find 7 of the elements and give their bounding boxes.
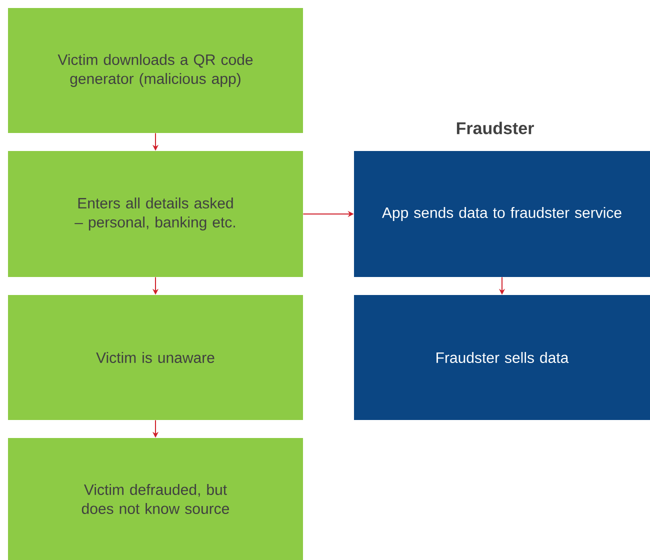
process-box: Victim defrauded, but does not know source (8, 438, 303, 560)
column-heading: Fraudster (456, 122, 534, 134)
process-box: Victim downloads a QR code generator (malicious app) (8, 8, 303, 133)
process-box: Enters all details asked – personal, banking etc. (8, 151, 303, 277)
process-box: Victim is unaware (8, 295, 303, 420)
process-box: Fraudster sells data (354, 295, 650, 420)
process-box: App sends data to fraudster service (354, 151, 650, 277)
